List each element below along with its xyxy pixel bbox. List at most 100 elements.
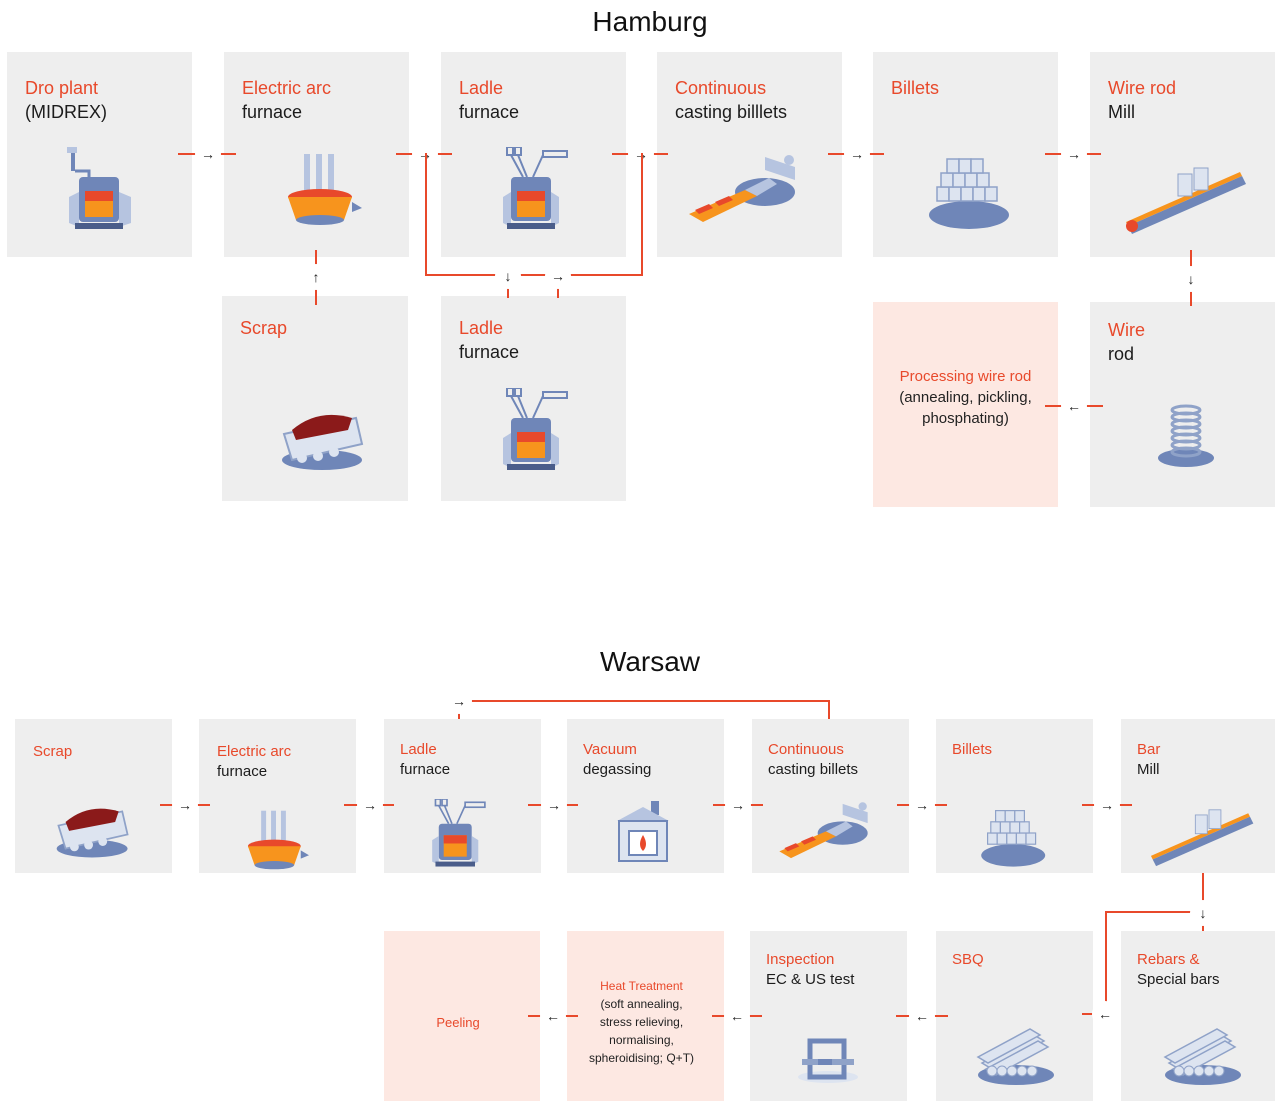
box-scrap: Scrap [222,296,408,501]
box-billets: Billets [873,52,1058,257]
arrow-up-icon: ↑ [303,264,329,290]
box-rebars-special-bars: Rebars & Special bars [1121,931,1275,1101]
scrap-title: Scrap [240,318,288,338]
hamburg-title: Hamburg [592,6,708,37]
arrow-right-icon: → [1094,792,1120,818]
connector [1105,911,1204,913]
box-vacuum-degassing: Vacuum degassing [567,719,724,873]
continuous-title: Continuous [768,741,844,758]
arrow-left-icon: ← [1092,1001,1118,1027]
vacuum-subtitle: degassing [583,761,652,778]
arrow-left-icon: ← [909,1003,935,1029]
electric-arc-title: Electric arc [217,743,292,760]
billets-title: Billets [952,741,993,758]
processing-line2: (annealing, pickling, [899,389,1032,406]
warsaw-title: Warsaw [599,646,701,677]
rebars-title: Rebars & [1137,951,1200,968]
arrow-left-icon: ← [1061,393,1087,419]
arrow-right-icon: → [446,688,472,714]
inspection-title: Inspection [766,951,835,968]
heat-treatment-line5: spheroidising; Q+T) [588,1051,695,1065]
connector [641,153,643,276]
arrow-right-icon: → [725,792,751,818]
billets-title: Billets [891,78,940,98]
ladle-subtitle: furnace [400,761,451,778]
ladle-bottom-subtitle: furnace [459,342,520,362]
electric-arc-furnace-icon [282,152,362,227]
ladle-top-subtitle: furnace [459,102,520,122]
vacuum-chamber-icon [615,801,671,863]
bar-mill-subtitle: Mill [1137,761,1160,778]
electric-arc-subtitle: furnace [217,763,268,780]
arrow-right-icon: → [1061,141,1087,167]
vacuum-title: Vacuum [583,741,637,758]
heat-treatment-line4: normalising, [609,1033,674,1047]
billets-icon [925,147,1015,232]
heat-treatment-line3: stress relieving, [599,1015,684,1029]
heat-treatment-line2: (soft annealing, [600,997,683,1011]
box-dro-plant: Dro plant (MIDREX) [7,52,192,257]
box-bar-mill: Bar Mill [1121,719,1275,873]
casting-icon [776,799,876,863]
connector [1105,911,1107,1015]
electric-arc-subtitle: furnace [242,102,303,122]
arrow-right-icon: → [357,792,383,818]
rebars-subtitle: Special bars [1137,971,1220,988]
box-sbq: SBQ [936,931,1093,1101]
connector [828,700,830,722]
scrap-icon [53,799,133,861]
ladle-furnace-icon [503,388,573,473]
box-inspection: Inspection EC & US test [750,931,907,1101]
dro-plant-title: Dro plant [25,78,99,98]
box-peeling: Peeling [384,931,540,1101]
box-wire-rod: Wire rod [1090,302,1275,507]
rolling-mill-icon [1147,803,1259,867]
box-heat-treatment: Heat Treatment (soft annealing, stress r… [567,931,724,1101]
ladle-furnace-icon [432,799,490,869]
box-ladle-furnace-bottom: Ladle furnace [441,296,626,501]
arrow-down-icon: ↓ [495,263,521,289]
dro-plant-subtitle: (MIDREX) [25,102,107,122]
arrow-down-icon: ↓ [1178,266,1204,292]
arrow-right-icon: → [195,141,221,167]
scrap-title: Scrap [33,743,73,760]
inspection-subtitle: EC & US test [766,971,855,988]
box-wire-rod-mill: Wire rod Mill [1090,52,1275,257]
arrow-right-icon: → [844,141,870,167]
continuous-subtitle: casting billets [768,761,859,778]
arrow-left-icon: ← [540,1003,566,1029]
processing-title: Processing wire rod [899,368,1032,385]
inspection-gate-icon [796,1035,860,1085]
arrow-right-icon: → [172,792,198,818]
ladle-top-title: Ladle [459,78,504,98]
peeling-title: Peeling [436,1015,480,1030]
ladle-furnace-icon [503,147,573,232]
continuous-title: Continuous [675,78,767,98]
bar-mill-title: Bar [1137,741,1161,758]
arrow-right-icon: → [545,263,571,289]
box-electric-arc-furnace: Electric arc furnace [224,52,409,257]
ladle-bottom-title: Ladle [459,318,504,338]
arrow-left-icon: ← [724,1003,750,1029]
box-processing-wire-rod: Processing wire rod (annealing, pickling… [873,302,1058,507]
arrow-down-icon: ↓ [1190,900,1216,926]
billets-icon [978,801,1050,869]
box-billets: Billets [936,719,1093,873]
connector [425,153,427,276]
casting-icon [685,152,805,227]
wire-rod-mill-title: Wire rod [1108,78,1177,98]
heat-treatment-title: Heat Treatment [600,979,683,993]
wire-rod-mill-subtitle: Mill [1108,102,1135,122]
electric-arc-furnace-icon [243,809,309,871]
box-ladle-furnace-top: Ladle furnace [441,52,626,257]
box-ladle-furnace: Ladle furnace [384,719,541,873]
bars-bundle-icon [974,1027,1058,1087]
arrow-right-icon: → [541,792,567,818]
continuous-subtitle: casting billlets [675,102,788,122]
bars-bundle-icon [1161,1027,1245,1087]
processing-line3: phosphating) [922,410,1009,427]
wire-coil-icon [1156,400,1216,470]
rolling-mill-icon [1122,160,1252,235]
box-electric-arc-furnace: Electric arc furnace [199,719,356,873]
box-scrap: Scrap [15,719,172,873]
